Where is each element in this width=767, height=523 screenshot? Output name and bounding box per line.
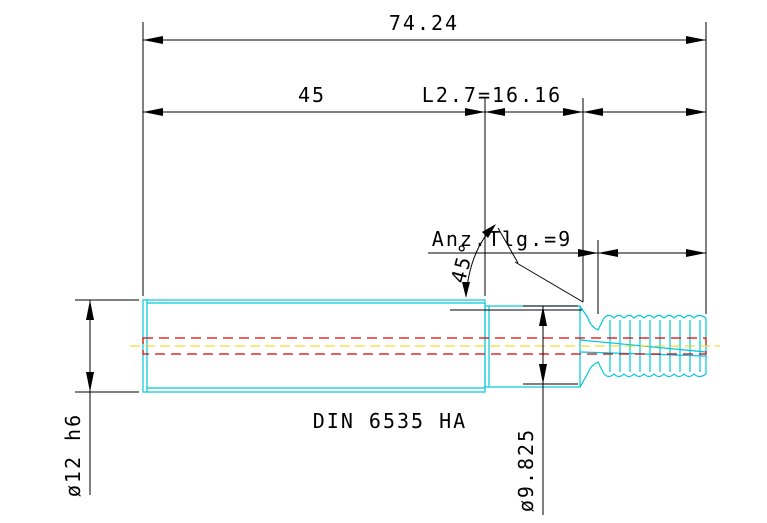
coolant-bore (142, 337, 707, 355)
overall-length-label: 74.24 (389, 11, 459, 35)
thread-count-label: Anz.Tlg.=9 (432, 227, 572, 251)
dimension-lines (75, 22, 707, 515)
dimension-arrows (86, 36, 706, 392)
neck-diameter-label: ø9.825 (514, 428, 538, 512)
shank-length-label: 45 (298, 83, 326, 107)
thread-length-label: L2.7=16.16 (422, 83, 562, 107)
standard-label: DIN 6535 HA (313, 409, 467, 433)
shank-diameter-label: ø12 h6 (61, 413, 85, 497)
